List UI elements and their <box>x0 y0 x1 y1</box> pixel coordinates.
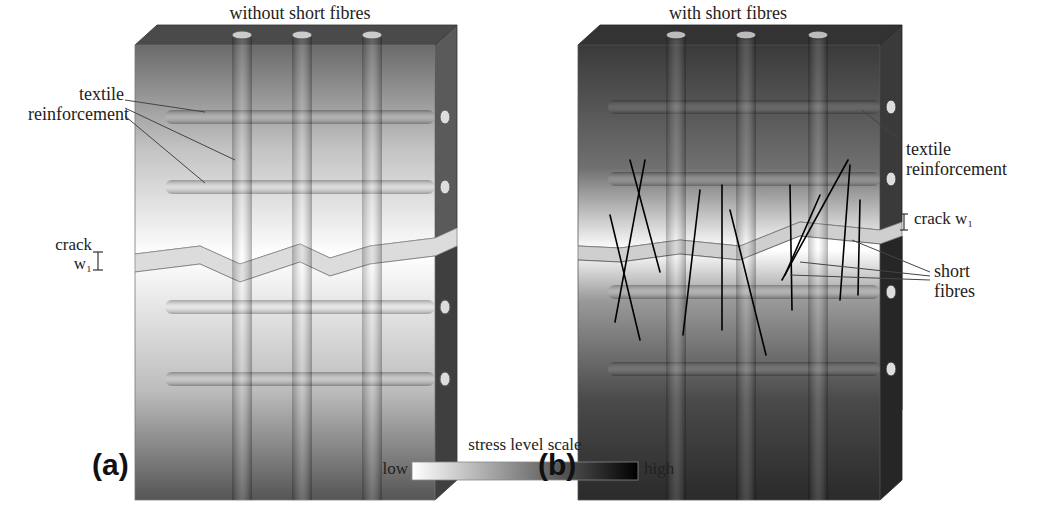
part-label: short fibres <box>934 262 1014 302</box>
specimen-a <box>93 25 457 500</box>
scale-end: low <box>362 460 408 479</box>
scale-end: high <box>644 460 704 479</box>
specimen-b <box>578 25 930 500</box>
scale-title: stress level scale <box>412 436 638 455</box>
part-label: crack w₁ <box>40 236 92 273</box>
part-label: textile reinforcement <box>906 140 1016 180</box>
part-label: crack w₁ <box>914 210 1014 229</box>
panel-letter: (a) <box>92 448 162 481</box>
part-label: textile reinforcement <box>28 85 124 125</box>
stress-scale-bar <box>412 462 638 480</box>
panel-title: with short fibres <box>628 4 828 24</box>
panel-title: without short fibres <box>200 4 400 24</box>
